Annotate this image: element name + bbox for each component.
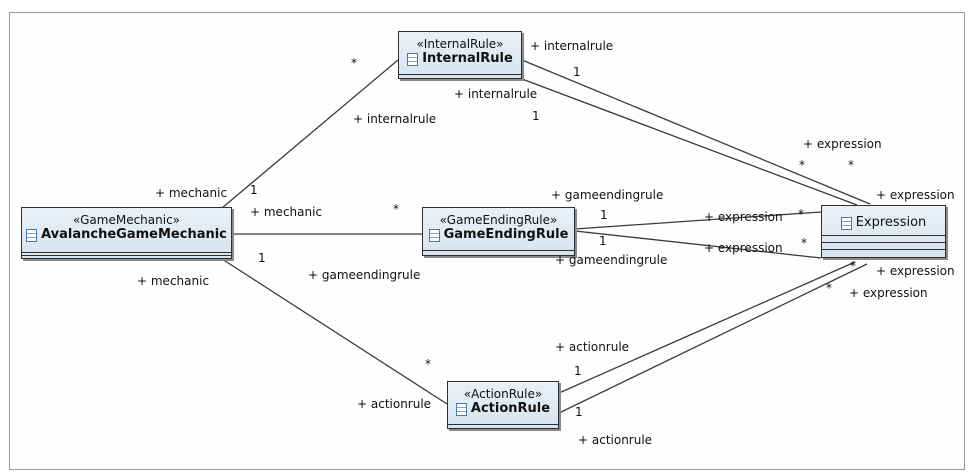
- role-label: + gameendingrule: [555, 253, 668, 267]
- compartment-divider: [399, 74, 521, 75]
- multiplicity-label: *: [848, 158, 854, 172]
- multiplicity-label: 1: [600, 208, 608, 222]
- assoc-actionrule-expression-a: [558, 261, 856, 394]
- class-icon: [428, 228, 440, 242]
- role-label: + mechanic: [137, 274, 210, 288]
- multiplicity-label: 1: [575, 405, 583, 419]
- role-label: + expression: [704, 241, 783, 255]
- class-icon: [455, 402, 467, 416]
- actionrule-name: ActionRule: [470, 401, 551, 416]
- role-label: + internalrule: [530, 39, 614, 53]
- class-icon: [26, 228, 38, 242]
- role-label: + expression: [803, 137, 882, 151]
- multiplicity-label: *: [351, 56, 357, 70]
- role-label: + internalrule: [353, 112, 437, 126]
- multiplicity-label: 1: [599, 234, 607, 248]
- role-label: + expression: [876, 188, 955, 202]
- role-label: + expression: [876, 264, 955, 278]
- multiplicity-label: 1: [250, 183, 258, 197]
- class-avalanchegamemechanic[interactable]: «GameMechanic» AvalancheGameMechanic: [21, 207, 232, 259]
- class-icon: [407, 52, 419, 66]
- classname-expression: Expression: [822, 215, 945, 231]
- classname-avalanchegamemechanic: AvalancheGameMechanic: [22, 227, 231, 243]
- multiplicity-label: 1: [532, 109, 540, 123]
- classname-internalrule: InternalRule: [399, 51, 521, 67]
- avalanchegamemechanic-name: AvalancheGameMechanic: [41, 227, 227, 242]
- assoc-gameendingrule-expression-a: [574, 211, 822, 230]
- gameendingrule-name: GameEndingRule: [443, 227, 569, 242]
- stereotype-internalrule: «InternalRule»: [416, 37, 504, 51]
- stereotype-actionrule: «ActionRule»: [463, 387, 543, 401]
- role-label: + actionrule: [357, 397, 432, 411]
- multiplicity-label: 1: [573, 65, 581, 79]
- assoc-gameendingrule-expression-b: [574, 230, 822, 259]
- role-label: + internalrule: [454, 87, 538, 101]
- role-label: + actionrule: [555, 340, 630, 354]
- stereotype-gamemechanic: «GameMechanic»: [72, 213, 181, 227]
- multiplicity-label: *: [801, 236, 807, 250]
- role-label: + expression: [704, 210, 783, 224]
- multiplicity-label: 1: [258, 251, 266, 265]
- multiplicity-label: *: [425, 357, 431, 371]
- multiplicity-label: 1: [574, 364, 582, 378]
- multiplicity-label: *: [798, 207, 804, 221]
- role-label: + expression: [849, 286, 928, 300]
- class-expression[interactable]: Expression: [821, 205, 946, 258]
- role-label: + gameendingrule: [551, 188, 664, 202]
- multiplicity-label: *: [799, 158, 805, 172]
- class-internalrule[interactable]: «InternalRule» InternalRule: [398, 31, 522, 79]
- multiplicity-label: *: [850, 259, 856, 273]
- assoc-mechanic-actionrule: [221, 258, 448, 405]
- role-label: + gameendingrule: [308, 268, 421, 282]
- compartment-divider: [822, 242, 945, 243]
- internalrule-name: InternalRule: [422, 51, 513, 66]
- compartment-divider: [822, 235, 945, 236]
- class-actionrule[interactable]: «ActionRule» ActionRule: [447, 381, 559, 429]
- multiplicity-label: *: [393, 202, 399, 216]
- compartment-divider: [448, 424, 558, 425]
- expression-name: Expression: [855, 215, 927, 230]
- compartment-divider: [22, 255, 231, 256]
- compartment-divider: [22, 252, 231, 253]
- role-label: + mechanic: [155, 186, 228, 200]
- class-icon: [840, 216, 852, 230]
- assoc-internalrule-expression-b: [521, 78, 858, 206]
- assoc-internalrule-expression-a: [521, 59, 871, 205]
- role-label: + actionrule: [578, 433, 653, 447]
- assoc-actionrule-expression-b: [558, 263, 868, 414]
- compartment-divider: [822, 249, 945, 250]
- class-gameendingrule[interactable]: «GameEndingRule» GameEndingRule: [422, 207, 575, 256]
- assoc-mechanic-internalrule: [221, 59, 399, 209]
- compartment-divider: [423, 250, 574, 251]
- stereotype-gameendingrule: «GameEndingRule»: [439, 213, 558, 227]
- role-label: + mechanic: [250, 205, 323, 219]
- classname-actionrule: ActionRule: [448, 401, 558, 417]
- classname-gameendingrule: GameEndingRule: [423, 227, 574, 243]
- multiplicity-label: *: [826, 281, 832, 295]
